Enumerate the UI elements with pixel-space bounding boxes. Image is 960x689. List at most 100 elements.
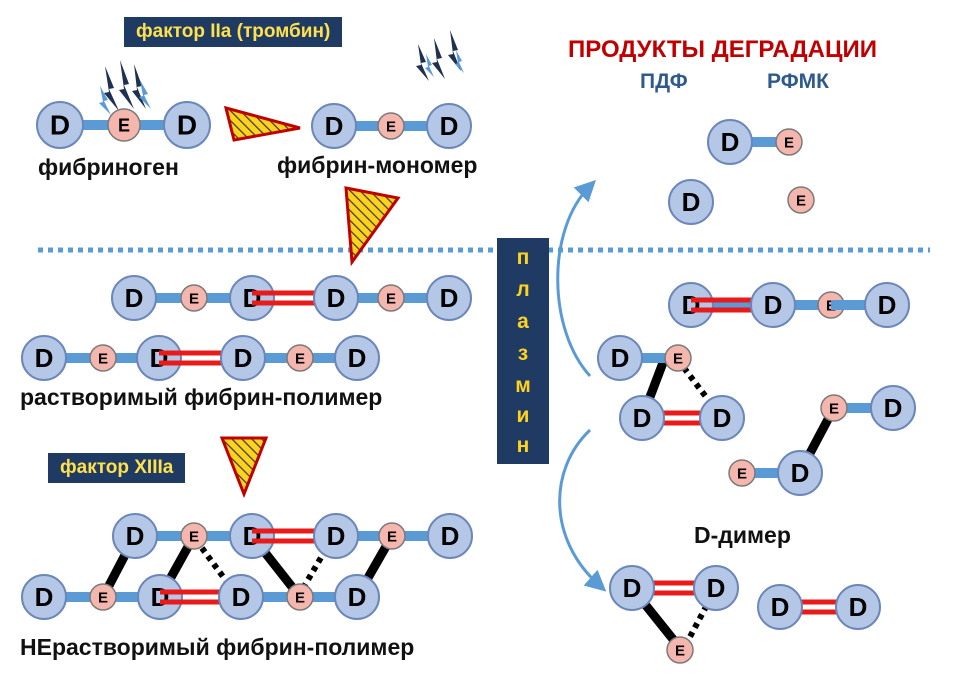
e-domain-label: E — [829, 400, 839, 417]
fibrin-monomer-label: фибрин-мономер — [277, 152, 478, 178]
d-domain — [426, 275, 472, 321]
d-domain-label: D — [771, 592, 790, 622]
d-domain-label: D — [243, 283, 262, 313]
e-domain-label: E — [98, 589, 108, 606]
plasmin-letter: а — [517, 310, 529, 333]
plasmin-letter: и — [516, 404, 530, 427]
e-domain — [286, 344, 314, 372]
rfmk-heading: РФМК — [767, 70, 829, 93]
plasmin-letter: з — [517, 342, 529, 365]
d-domain — [864, 282, 910, 328]
plasmin-letter: н — [516, 434, 530, 457]
d-domain-label: D — [232, 582, 251, 612]
factor-iia-label: фактор IIa (тромбин) — [124, 17, 343, 47]
e-domain — [775, 128, 803, 156]
d-domain-label: D — [150, 343, 169, 373]
d-domain — [835, 584, 881, 630]
e-domain — [666, 636, 694, 664]
d-domain-label: D — [348, 582, 367, 612]
d-domain — [597, 335, 643, 381]
plasmin-vertical-label: п л а з м и н — [497, 238, 549, 464]
e-domain-label: E — [118, 116, 130, 136]
d-domain — [220, 335, 266, 381]
e-domain-label: E — [295, 350, 305, 367]
d-domain-label: D — [348, 343, 367, 373]
plasmin-letter: м — [515, 374, 531, 397]
d-domain — [870, 385, 916, 431]
factor-xiiia-triangle — [219, 436, 269, 499]
e-domain — [664, 344, 692, 372]
d-domain — [777, 450, 823, 496]
soluble-polymer-label: растворимый фибрин-полимер — [20, 384, 383, 410]
e-domain-label: E — [189, 290, 199, 307]
e-domain-label: E — [98, 350, 108, 367]
d-domain — [693, 565, 739, 611]
d-domain — [619, 395, 665, 441]
d-domain-label: D — [50, 110, 70, 141]
d-domain-label: D — [611, 343, 630, 373]
d-domain — [668, 179, 714, 225]
d-domain-label: D — [327, 283, 346, 313]
e-domain-label: E — [386, 290, 396, 307]
e-domain — [286, 583, 314, 611]
fibrin-molecule-layer: DEDDEDDEDDEDDEDDEDDEDDEDDEDDEDDEDEDDEDDE… — [21, 101, 916, 664]
thrombin-action-triangle — [223, 105, 301, 142]
e-domain-label: E — [386, 118, 396, 135]
fibrinogen-label: фибриноген — [38, 154, 179, 180]
pdf-heading: ПДФ — [640, 70, 688, 93]
d-domain-label: D — [633, 403, 652, 433]
d-domain-label: D — [682, 187, 701, 217]
d-domain-label: D — [234, 343, 253, 373]
d-domain — [334, 335, 380, 381]
thrombin-lightning-icon-2 — [416, 30, 464, 81]
d-domain-label: D — [125, 283, 144, 313]
d-domain-label: D — [126, 521, 145, 551]
d-domain — [334, 574, 380, 620]
polymerization-triangle — [344, 186, 401, 267]
insoluble-polymer-label: НЕрастворимый фибрин-полимер — [20, 634, 415, 660]
d-domain — [707, 119, 753, 165]
d-domain — [311, 103, 357, 149]
d-domain — [36, 101, 84, 149]
plasmin-arrow-lower — [558, 428, 607, 592]
d-domain — [426, 103, 472, 149]
d-domain-label: D — [713, 403, 732, 433]
e-domain-label: E — [784, 134, 794, 151]
d-domain-label: D — [707, 573, 726, 603]
d-domain-label: D — [440, 283, 459, 313]
d-domain-label: D — [791, 458, 810, 488]
d-domain — [229, 513, 275, 559]
e-domain — [180, 522, 208, 550]
e-domain — [728, 459, 756, 487]
factor-xiiia-label: фактор XIIIa — [48, 453, 186, 483]
thrombin-lightning-icon — [99, 60, 151, 115]
d-domain — [21, 574, 67, 620]
d-domain — [609, 565, 655, 611]
e-domain — [787, 186, 815, 214]
d-dimer-label: D-димер — [694, 522, 791, 548]
degradation-products-heading: ПРОДУКТЫ ДЕГРАДАЦИИ — [568, 36, 877, 63]
plasmin-letter: л — [516, 278, 530, 301]
d-domain — [668, 282, 714, 328]
e-domain — [378, 522, 406, 550]
d-domain-label: D — [35, 343, 54, 373]
e-domain-label: E — [189, 528, 199, 545]
d-domain — [163, 101, 211, 149]
d-domain-label: D — [325, 111, 344, 141]
d-domain — [21, 335, 67, 381]
d-domain — [699, 395, 745, 441]
d-domain — [218, 574, 264, 620]
d-domain-label: D — [849, 592, 868, 622]
d-domain-label: D — [151, 582, 170, 612]
plasmin-arrow-upper — [556, 180, 596, 378]
d-domain-label: D — [764, 290, 783, 320]
d-domain-label: D — [721, 127, 740, 157]
e-domain-label: E — [675, 642, 685, 659]
d-domain — [427, 513, 473, 559]
e-domain-label: E — [295, 589, 305, 606]
d-domain-label: D — [327, 521, 346, 551]
d-domain — [137, 574, 183, 620]
potential-crosslink — [193, 538, 241, 599]
d-domain-label: D — [682, 290, 701, 320]
